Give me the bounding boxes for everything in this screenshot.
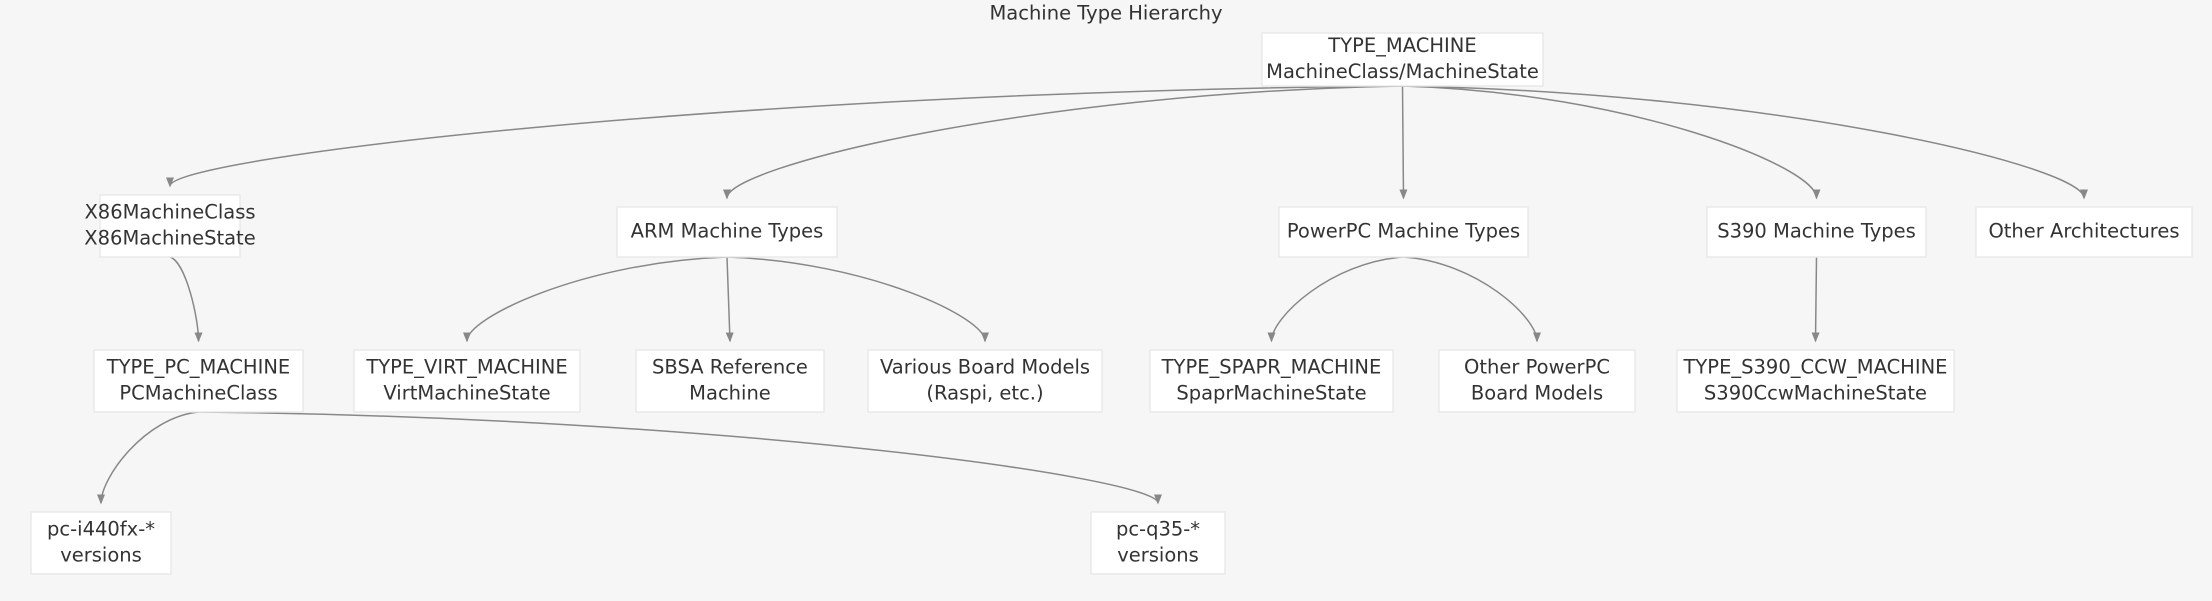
diagram-title: Machine Type Hierarchy (989, 2, 1222, 25)
edge-machine-to-arm (723, 85, 1403, 200)
node-label-s390-line1: S390 Machine Types (1717, 220, 1916, 243)
node-label-sbsa-line2: Machine (689, 382, 771, 405)
node-label-boards-line2: (Raspi, etc.) (926, 382, 1043, 405)
node-label-ppc-line1: PowerPC Machine Types (1287, 220, 1520, 243)
node-other_arch[interactable]: Other Architectures (1975, 206, 2193, 258)
node-box-s390ccw[interactable] (1676, 349, 1955, 413)
node-label-q35-line1: pc-q35-* (1116, 518, 1200, 541)
node-ppc[interactable]: PowerPC Machine Types (1278, 206, 1529, 258)
node-label-i440fx-line1: pc-i440fx-* (47, 518, 155, 541)
edge-ppc-to-spapr (1267, 256, 1404, 343)
edge-layer (97, 85, 2088, 505)
node-virt[interactable]: TYPE_VIRT_MACHINE VirtMachineState (353, 349, 581, 413)
node-boards[interactable]: Various Board Models (Raspi, etc.) (867, 349, 1103, 413)
node-box-ppc_other[interactable] (1438, 349, 1636, 413)
node-box-s390[interactable] (1706, 206, 1927, 258)
node-label-s390ccw-line1: TYPE_S390_CCW_MACHINE (1682, 356, 1947, 379)
edge-arm-to-boards (726, 256, 989, 343)
node-box-machine[interactable] (1261, 32, 1544, 87)
node-arm[interactable]: ARM Machine Types (616, 206, 838, 258)
node-box-x86[interactable] (99, 194, 241, 258)
node-label-arm-line1: ARM Machine Types (631, 220, 824, 243)
edge-arm-to-sbsa (725, 256, 734, 343)
edge-x86-to-pc (169, 256, 203, 343)
node-box-ppc[interactable] (1278, 206, 1529, 258)
node-box-i440fx[interactable] (30, 511, 172, 575)
node-label-q35-line2: versions (1117, 544, 1199, 567)
edge-s390-to-s390ccw (1811, 256, 1820, 343)
node-label-virt-line1: TYPE_VIRT_MACHINE (365, 356, 567, 379)
node-label-pc-line1: TYPE_PC_MACHINE (106, 356, 291, 379)
node-label-x86-line1: X86MachineClass (84, 201, 255, 224)
node-label-spapr-line2: SpaprMachineState (1176, 382, 1366, 405)
node-label-sbsa-line1: SBSA Reference (652, 356, 808, 379)
node-box-arm[interactable] (616, 206, 838, 258)
node-label-boards-line1: Various Board Models (880, 356, 1090, 379)
node-box-q35[interactable] (1090, 511, 1226, 575)
edge-machine-to-ppc (1399, 85, 1408, 200)
node-s390ccw[interactable]: TYPE_S390_CCW_MACHINE S390CcwMachineState (1676, 349, 1955, 413)
edge-pc-to-q35 (198, 411, 1162, 505)
node-box-boards[interactable] (867, 349, 1103, 413)
edge-machine-to-other_arch (1402, 85, 2088, 200)
node-label-x86-line2: X86MachineState (84, 227, 255, 250)
node-box-virt[interactable] (353, 349, 581, 413)
node-label-spapr-line1: TYPE_SPAPR_MACHINE (1161, 356, 1382, 379)
node-box-spapr[interactable] (1149, 349, 1394, 413)
node-q35[interactable]: pc-q35-* versions (1090, 511, 1226, 575)
node-i440fx[interactable]: pc-i440fx-* versions (30, 511, 172, 575)
node-machine[interactable]: TYPE_MACHINE MachineClass/MachineState (1261, 32, 1544, 87)
node-label-machine-line2: MachineClass/MachineState (1266, 60, 1539, 83)
node-box-sbsa[interactable] (635, 349, 825, 413)
edge-ppc-to-ppc_other (1403, 256, 1541, 343)
node-label-machine-line1: TYPE_MACHINE (1327, 34, 1476, 57)
edge-machine-to-x86 (166, 85, 1403, 188)
node-label-virt-line2: VirtMachineState (383, 382, 550, 405)
node-label-ppc_other-line1: Other PowerPC (1464, 356, 1610, 379)
node-pc[interactable]: TYPE_PC_MACHINE PCMachineClass (93, 349, 304, 413)
edge-arm-to-virt (463, 256, 728, 343)
node-spapr[interactable]: TYPE_SPAPR_MACHINE SpaprMachineState (1149, 349, 1394, 413)
node-s390[interactable]: S390 Machine Types (1706, 206, 1927, 258)
edge-pc-to-i440fx (97, 411, 199, 505)
node-box-other_arch[interactable] (1975, 206, 2193, 258)
node-label-other_arch-line1: Other Architectures (1988, 220, 2179, 243)
node-label-pc-line2: PCMachineClass (119, 382, 277, 405)
node-layer: TYPE_MACHINE MachineClass/MachineStateX86… (30, 32, 2193, 575)
node-box-pc[interactable] (93, 349, 304, 413)
node-label-i440fx-line2: versions (60, 544, 142, 567)
node-label-s390ccw-line2: S390CcwMachineState (1704, 382, 1927, 405)
edge-machine-to-s390 (1402, 85, 1821, 200)
node-ppc_other[interactable]: Other PowerPC Board Models (1438, 349, 1636, 413)
node-label-ppc_other-line2: Board Models (1471, 382, 1603, 405)
